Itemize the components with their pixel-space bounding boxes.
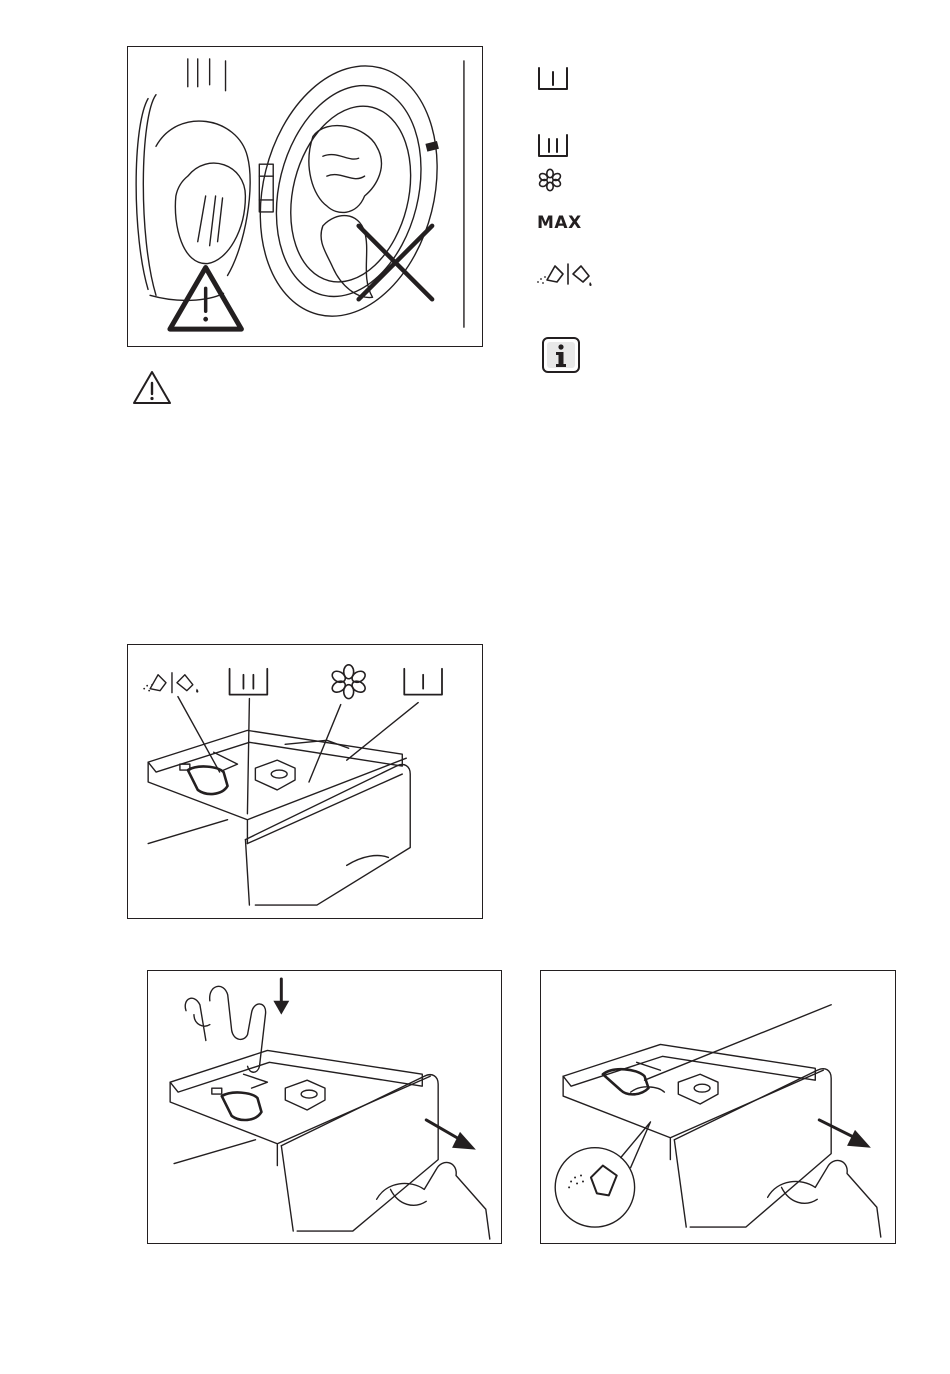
pull-arrow-icon bbox=[819, 1120, 871, 1148]
pull-arrow-icon bbox=[426, 1120, 476, 1150]
main-wash-compartment-symbol bbox=[404, 669, 442, 695]
flower-icon bbox=[538, 168, 562, 192]
max-level-label: MAX bbox=[537, 213, 582, 233]
prewash-compartment-symbol bbox=[143, 673, 198, 693]
powder-detergent-icon bbox=[555, 1122, 650, 1227]
wash-compartment-symbol bbox=[230, 669, 268, 695]
warning-triangle-icon bbox=[170, 268, 242, 330]
compartment-I-icon bbox=[536, 66, 570, 92]
compartment-II-icon bbox=[536, 133, 570, 159]
figure-dispenser-compartments bbox=[127, 644, 483, 919]
info-icon bbox=[541, 336, 581, 374]
detergent-drawer-illustration bbox=[128, 645, 482, 918]
drawer-removal-illustration bbox=[148, 971, 501, 1243]
softener-compartment-symbol bbox=[330, 665, 367, 699]
powder-liquid-flap-icon bbox=[535, 260, 595, 288]
detergent-flap-illustration bbox=[541, 971, 895, 1243]
figure-door-warning bbox=[127, 46, 483, 347]
washing-machine-door-illustration bbox=[128, 47, 482, 346]
warning-triangle-icon bbox=[131, 369, 173, 407]
figure-powder-flap bbox=[540, 970, 896, 1244]
figure-remove-drawer bbox=[147, 970, 502, 1244]
press-lever-arrow-icon bbox=[273, 979, 289, 1015]
